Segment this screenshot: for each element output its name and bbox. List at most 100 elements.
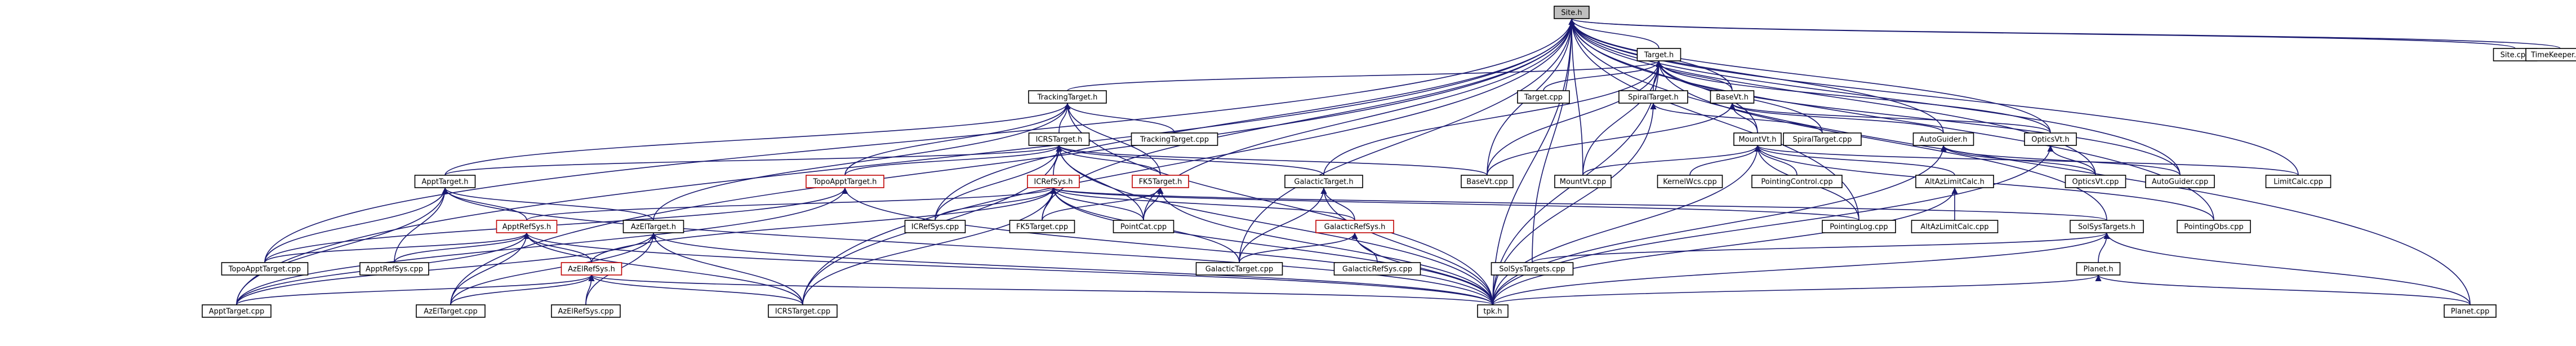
file-node-altaz-limit-calc-h[interactable]: AltAzLimitCalc.h	[1915, 175, 1994, 188]
dependency-edge	[1239, 18, 1575, 263]
file-node-galactic-refsys-cpp[interactable]: GalacticRefSys.cpp	[1333, 262, 1421, 276]
file-node-box	[768, 304, 838, 318]
dependency-edge	[442, 187, 1493, 305]
file-node-pointing-obs-cpp[interactable]: PointingObs.cpp	[2177, 220, 2251, 233]
file-node-box	[2444, 304, 2497, 318]
dependency-edge	[523, 232, 1493, 305]
file-node-box	[1132, 175, 1189, 188]
dependency-edge	[650, 232, 803, 305]
file-node-label: BaseVt.h	[1716, 94, 1749, 102]
file-node-autoguider-cpp[interactable]: AutoGuider.cpp	[2145, 175, 2215, 188]
file-node-box	[806, 175, 884, 188]
file-node-topo-appt-target-cpp[interactable]: TopoApptTarget.cpp	[221, 262, 309, 276]
file-node-box	[496, 220, 558, 233]
file-node-pointcat-cpp[interactable]: PointCat.cpp	[1113, 220, 1174, 233]
file-node-tpk-h[interactable]: tpk.h	[1477, 304, 1509, 318]
dependency-edge	[1064, 103, 1493, 305]
file-node-label: TopoApptTarget.cpp	[228, 265, 301, 274]
file-node-site-h[interactable]: Site.h	[1554, 6, 1590, 19]
file-node-box	[1333, 262, 1421, 276]
dependency-edge	[1568, 18, 1660, 49]
file-node-pointing-control-cpp[interactable]: PointingControl.cpp	[1751, 175, 1843, 188]
file-node-solsys-targets-h[interactable]: SolSysTargets.h	[2070, 220, 2144, 233]
file-node-label: AltAzLimitCalc.h	[1925, 178, 1985, 187]
dependency-edge	[591, 187, 1057, 263]
file-node-target-cpp[interactable]: Target.cpp	[1517, 90, 1570, 104]
file-node-box	[1195, 262, 1283, 276]
file-node-tracking-target-cpp[interactable]: TrackingTarget.cpp	[1131, 132, 1218, 146]
file-node-mountvt-h[interactable]: MountVt.h	[1733, 132, 1782, 146]
file-node-opticsvt-cpp[interactable]: OpticsVt.cpp	[2065, 175, 2126, 188]
file-node-galactic-refsys-h[interactable]: GalacticRefSys.h	[1315, 220, 1394, 233]
file-node-pointing-log-cpp[interactable]: PointingLog.cpp	[1822, 220, 1896, 233]
file-node-label: AzElTarget.cpp	[424, 308, 478, 316]
dependency-edge	[1042, 187, 1164, 221]
file-node-kernelwcs-cpp[interactable]: KernelWcs.cpp	[1657, 175, 1723, 188]
file-node-tracking-target-h[interactable]: TrackingTarget.h	[1028, 90, 1107, 104]
file-node-timekeeper-cpp[interactable]: TimeKeeper.cpp	[2525, 48, 2576, 61]
file-node-label: SpiralTarget.cpp	[1792, 136, 1852, 144]
file-node-label: AutoGuider.h	[1920, 136, 1968, 144]
file-node-box	[359, 262, 429, 276]
dependency-edge	[450, 18, 1575, 305]
dependency-edge	[1143, 187, 1164, 221]
file-node-box	[1822, 220, 1896, 233]
file-node-icrs-target-h[interactable]: ICRSTarget.h	[1028, 132, 1090, 146]
file-node-icrefsys-cpp[interactable]: ICRefSys.cpp	[904, 220, 966, 233]
file-node-azel-refsys-h[interactable]: AzElRefSys.h	[560, 262, 622, 276]
dependency-edge	[526, 187, 1057, 221]
file-node-appt-target-h[interactable]: ApptTarget.h	[414, 175, 476, 188]
file-node-label: Site.h	[1561, 9, 1582, 17]
dependency-edge	[1568, 18, 2471, 305]
file-node-autoguider-h[interactable]: AutoGuider.h	[1912, 132, 1974, 146]
dependency-edges	[236, 18, 2561, 305]
dependency-edge	[1056, 145, 1488, 176]
dependency-edge	[650, 232, 1493, 305]
file-node-appt-refsys-h[interactable]: ApptRefSys.h	[496, 220, 558, 233]
file-node-label: PointingLog.cpp	[1830, 223, 1888, 232]
file-node-label: PointingControl.cpp	[1761, 178, 1832, 187]
file-node-basevt-h[interactable]: BaseVt.h	[1710, 90, 1755, 104]
file-node-galactic-target-cpp[interactable]: GalacticTarget.cpp	[1195, 262, 1283, 276]
dependency-edge	[1157, 187, 1493, 305]
file-node-azel-refsys-cpp[interactable]: AzElRefSys.cpp	[551, 304, 621, 318]
dependency-edge	[1050, 187, 1859, 221]
file-node-opticsvt-h[interactable]: OpticsVt.h	[2024, 132, 2077, 146]
file-node-box	[1554, 6, 1590, 19]
file-node-appt-target-cpp[interactable]: ApptTarget.cpp	[202, 304, 272, 318]
dependency-edge	[1492, 232, 2110, 305]
dependency-edge	[1492, 18, 1575, 305]
file-node-basevt-cpp[interactable]: BaseVt.cpp	[1461, 175, 1514, 188]
file-node-label: ApptTarget.cpp	[209, 308, 265, 316]
file-node-label: GalacticRefSys.h	[1324, 223, 1386, 232]
file-node-appt-refsys-cpp[interactable]: ApptRefSys.cpp	[359, 262, 429, 276]
file-node-altaz-limit-calc-cpp[interactable]: AltAzLimitCalc.cpp	[1911, 220, 1999, 233]
file-node-limit-calc-cpp[interactable]: LimitCalc.cpp	[2265, 175, 2332, 188]
file-node-fk5-target-h[interactable]: FK5Target.h	[1132, 175, 1189, 188]
file-node-azel-target-cpp[interactable]: AzElTarget.cpp	[416, 304, 486, 318]
file-node-label: ApptRefSys.h	[502, 223, 551, 232]
file-node-solsys-targets-cpp[interactable]: SolSysTargets.cpp	[1491, 262, 1574, 276]
file-node-mountvt-cpp[interactable]: MountVt.cpp	[1554, 175, 1612, 188]
file-node-box	[551, 304, 621, 318]
dependency-edge	[236, 187, 848, 305]
file-node-planet-cpp[interactable]: Planet.cpp	[2444, 304, 2497, 318]
file-node-label: GalacticRefSys.cpp	[1342, 265, 1412, 274]
file-node-planet-h[interactable]: Planet.h	[2076, 262, 2121, 276]
file-node-label: GalacticTarget.h	[1294, 178, 1353, 187]
file-node-icrs-target-cpp[interactable]: ICRSTarget.cpp	[768, 304, 838, 318]
file-node-spiral-target-cpp[interactable]: SpiralTarget.cpp	[1783, 132, 1862, 146]
dependency-edge	[1487, 103, 1736, 176]
file-node-target-h[interactable]: Target.h	[1636, 48, 1681, 61]
file-node-fk5-target-cpp[interactable]: FK5Target.cpp	[1009, 220, 1075, 233]
file-node-galactic-target-h[interactable]: GalacticTarget.h	[1284, 175, 1363, 188]
file-node-icrs-refsys-h[interactable]: ICRefSys.h	[1027, 175, 1080, 188]
file-node-box	[221, 262, 309, 276]
file-node-box	[622, 220, 684, 233]
dependency-edge	[450, 274, 595, 305]
file-node-spiral-target-h[interactable]: SpiralTarget.h	[1618, 90, 1688, 104]
file-node-topo-appt-target-h[interactable]: TopoApptTarget.h	[806, 175, 884, 188]
file-node-box	[1710, 90, 1755, 104]
file-node-label: TopoApptTarget.h	[813, 178, 877, 187]
file-node-azel-target-h[interactable]: AzElTarget.h	[622, 220, 684, 233]
